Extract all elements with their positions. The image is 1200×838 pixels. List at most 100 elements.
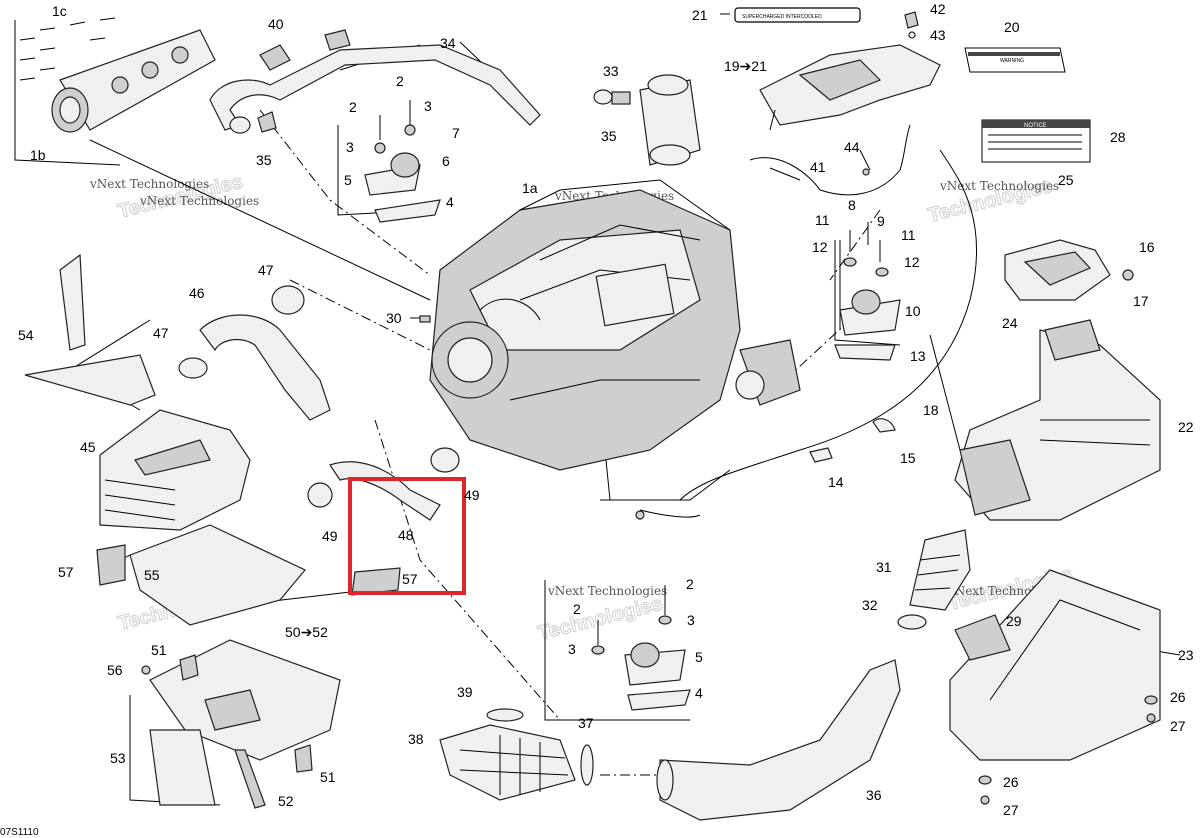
callout-8: 8 bbox=[848, 197, 856, 213]
watermark-text: vNext Technologies bbox=[89, 177, 209, 191]
strap-52 bbox=[234, 749, 266, 809]
callout-35: 35 bbox=[601, 128, 617, 144]
callout-10: 10 bbox=[905, 303, 921, 319]
duct-36 bbox=[656, 659, 901, 821]
intake-manifold-1b bbox=[19, 17, 216, 133]
callout-4: 4 bbox=[446, 194, 454, 210]
callout-33: 33 bbox=[603, 63, 619, 79]
callout-42: 42 bbox=[930, 1, 946, 17]
callout-55: 55 bbox=[144, 567, 160, 583]
engine-mount-top bbox=[364, 100, 441, 223]
highlight-box bbox=[348, 477, 466, 595]
callout-5: 5 bbox=[695, 649, 703, 665]
svg-text:Technologies: Technologies bbox=[536, 593, 665, 645]
callout-36: 36 bbox=[866, 787, 882, 803]
fitting-42 bbox=[904, 11, 919, 39]
callout-53: 53 bbox=[110, 750, 126, 766]
callout-12: 12 bbox=[904, 254, 920, 270]
watermark-text: vNext Technologies bbox=[939, 179, 1059, 193]
air-box-22 bbox=[954, 319, 1161, 521]
callout-46: 46 bbox=[189, 285, 205, 301]
callout-26: 26 bbox=[1170, 689, 1186, 705]
callout-56: 56 bbox=[107, 662, 123, 678]
callout-15: 15 bbox=[900, 450, 916, 466]
callout-44: 44 bbox=[844, 139, 860, 155]
callout-20: 20 bbox=[1004, 19, 1020, 35]
callout-1b: 1b bbox=[30, 147, 46, 163]
engine-mount-bottom bbox=[591, 585, 691, 711]
decal-21: SUPERCHARGED INTERCOOLED bbox=[734, 7, 861, 23]
callout-29: 29 bbox=[1006, 613, 1022, 629]
callout-37: 37 bbox=[578, 715, 594, 731]
callout-1a: 1a bbox=[522, 180, 538, 196]
callout-47: 47 bbox=[153, 325, 169, 341]
decal-28-title: NOTICE bbox=[1024, 123, 1047, 129]
callout-23: 23 bbox=[1178, 647, 1194, 663]
engine-mount-right bbox=[834, 222, 901, 361]
filter-38 bbox=[439, 708, 594, 801]
callout-57: 57 bbox=[402, 571, 418, 587]
callout-1c: 1c bbox=[52, 3, 67, 19]
hose-34 bbox=[209, 29, 541, 134]
callout-43: 43 bbox=[930, 27, 946, 43]
callout-21: 21 bbox=[692, 7, 708, 23]
part-code: 07S1110 bbox=[0, 827, 39, 838]
callout-48: 48 bbox=[398, 527, 414, 543]
callout-3: 3 bbox=[687, 612, 695, 628]
callout-11: 11 bbox=[901, 227, 916, 243]
bracket-54 bbox=[24, 253, 156, 406]
callout-35: 35 bbox=[256, 152, 272, 168]
callout-2: 2 bbox=[396, 73, 404, 89]
callout-30: 30 bbox=[386, 310, 402, 326]
callout-51: 51 bbox=[151, 642, 167, 658]
callout-50-52: 50➔52 bbox=[285, 624, 328, 640]
bellows-31 bbox=[897, 529, 971, 630]
callout-38: 38 bbox=[408, 731, 424, 747]
callout-45: 45 bbox=[80, 439, 96, 455]
engine-assembly-1a bbox=[429, 179, 741, 471]
callout-51: 51 bbox=[320, 769, 336, 785]
decal-20: WARNING bbox=[964, 47, 1066, 73]
hose-48 bbox=[307, 447, 460, 596]
callout-6: 6 bbox=[442, 153, 450, 169]
callout-2: 2 bbox=[686, 576, 694, 592]
callout-13: 13 bbox=[910, 348, 926, 364]
callout-39: 39 bbox=[457, 684, 473, 700]
callout-17: 17 bbox=[1133, 293, 1149, 309]
callout-11: 11 bbox=[815, 212, 830, 228]
callout-41: 41 bbox=[810, 159, 826, 175]
watermark-text: vNext Technologies bbox=[547, 584, 667, 598]
callout-31: 31 bbox=[876, 559, 892, 575]
callout-26: 26 bbox=[1003, 774, 1019, 790]
small-parts bbox=[419, 168, 896, 463]
callout-28: 28 bbox=[1110, 129, 1126, 145]
callout-14: 14 bbox=[828, 474, 844, 490]
callout-12: 12 bbox=[812, 239, 828, 255]
callout-9: 9 bbox=[877, 213, 885, 229]
decal-28: NOTICE bbox=[981, 119, 1091, 163]
callout-3: 3 bbox=[568, 641, 576, 657]
callout-27: 27 bbox=[1003, 802, 1019, 818]
callout-22: 22 bbox=[1178, 419, 1194, 435]
callout-49: 49 bbox=[322, 528, 338, 544]
callout-25: 25 bbox=[1058, 172, 1074, 188]
callout-52: 52 bbox=[278, 793, 294, 809]
air-box-cap-24 bbox=[1004, 239, 1134, 301]
callout-19-21: 19➔21 bbox=[724, 58, 767, 74]
callout-16: 16 bbox=[1139, 239, 1155, 255]
callout-7: 7 bbox=[452, 125, 460, 141]
tray-23 bbox=[949, 569, 1161, 805]
engine-cover-19 bbox=[759, 44, 941, 131]
callout-2: 2 bbox=[573, 601, 581, 617]
callout-3: 3 bbox=[346, 139, 354, 155]
callout-34: 34 bbox=[440, 35, 456, 51]
bolt-set-icon bbox=[19, 17, 116, 81]
intercooler-45 bbox=[99, 409, 251, 531]
watermark-text: vNext Technologies bbox=[139, 194, 259, 208]
cables bbox=[635, 124, 978, 520]
callout-3: 3 bbox=[424, 98, 432, 114]
bracket-53 bbox=[149, 729, 216, 806]
decal-20-title: WARNING bbox=[1000, 58, 1024, 64]
